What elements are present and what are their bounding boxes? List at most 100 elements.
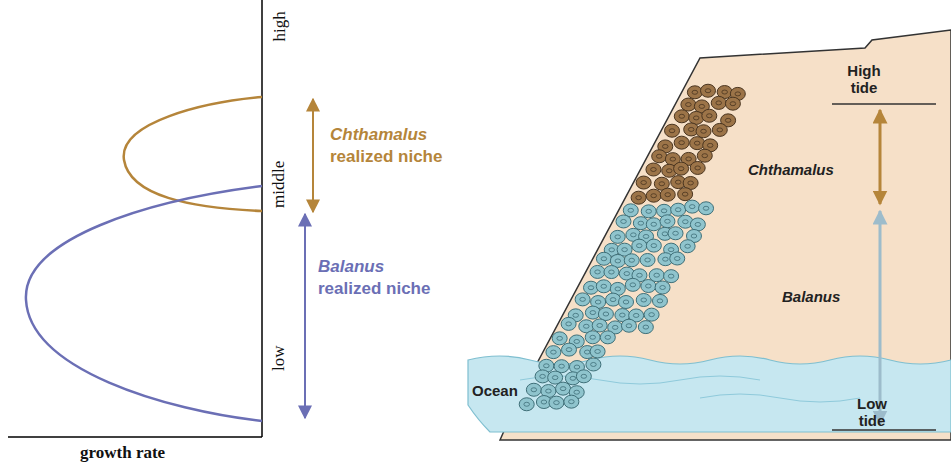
barnacle-opening [541, 400, 547, 404]
axis-label: low [271, 345, 290, 371]
niche-label: realized niche [318, 280, 430, 299]
barnacle [711, 96, 726, 109]
barnacle [638, 321, 653, 334]
barnacle-opening [662, 232, 668, 236]
barnacle [596, 252, 611, 265]
barnacle [712, 123, 727, 136]
growth-curve [124, 97, 262, 211]
barnacle-opening [609, 248, 615, 252]
barnacle [660, 188, 675, 201]
barnacle-opening [679, 114, 685, 118]
barnacle [702, 109, 717, 122]
barnacle [641, 280, 656, 293]
barnacle-opening [630, 283, 636, 287]
barnacle-opening [688, 127, 694, 131]
barnacle-opening [609, 270, 615, 274]
barnacle [690, 218, 705, 231]
barnacle-opening [699, 104, 705, 108]
barnacle-opening [624, 272, 630, 276]
barnacle [646, 218, 661, 231]
axis-line [261, 0, 263, 437]
barnacle [556, 382, 571, 395]
barnacle-opening [603, 312, 609, 316]
barnacle-opening [544, 364, 550, 368]
barnacle-opening [597, 323, 603, 327]
barnacle [596, 280, 611, 293]
barnacle-opening [675, 208, 681, 212]
barnacle-opening [584, 350, 590, 354]
barnacle-opening [702, 154, 708, 158]
axis-line [8, 436, 262, 438]
barnacle-opening [691, 234, 697, 238]
barnacle-opening [656, 154, 662, 158]
barnacle-opening [657, 299, 663, 303]
barnacle [646, 239, 661, 252]
barnacle [725, 97, 740, 110]
barnacle-opening [574, 339, 580, 343]
barnacle-opening [524, 402, 530, 406]
barnacle-opening [695, 166, 701, 170]
barnacle-opening [668, 248, 674, 252]
barnacle [526, 383, 541, 396]
zone-label: Balanus [782, 289, 840, 306]
barnacle [610, 230, 625, 243]
barnacle-opening [580, 297, 586, 301]
tide-label: Low tide [852, 396, 892, 429]
barnacle-opening [638, 221, 644, 225]
barnacle-opening [660, 286, 666, 290]
barnacle-opening [683, 220, 689, 224]
barnacle-opening [678, 167, 684, 171]
barnacle-opening [707, 143, 713, 147]
zone-arrow [879, 110, 882, 204]
barnacle [546, 346, 561, 359]
barnacle [674, 136, 689, 149]
barnacle-opening [666, 169, 672, 173]
barnacle [690, 161, 705, 174]
barnacle-opening [689, 205, 695, 209]
barnacle-opening [663, 257, 669, 261]
barnacle [697, 149, 712, 162]
barnacle-opening [688, 181, 694, 185]
barnacle-opening [629, 258, 635, 262]
barnacle-opening [649, 313, 655, 317]
barnacle-opening [651, 222, 657, 226]
barnacle [632, 239, 647, 252]
barnacle-opening [569, 400, 575, 404]
zone-label: Chthamalus [748, 162, 834, 179]
barnacle-opening [661, 209, 667, 213]
barnacle-opening [615, 235, 621, 239]
barnacle [681, 98, 696, 111]
barnacle [687, 86, 702, 99]
species-name: Balanus [318, 258, 384, 277]
barnacle-opening [679, 141, 685, 145]
barnacle [621, 319, 636, 332]
barnacle-opening [623, 300, 629, 304]
barnacle-opening [682, 192, 688, 196]
barnacle-opening [581, 374, 587, 378]
barnacle [561, 317, 576, 330]
barnacle [586, 358, 601, 371]
barnacle [625, 278, 640, 291]
tide-line [832, 429, 936, 431]
axis-label: high [271, 11, 290, 41]
barnacle-opening [651, 194, 657, 198]
barnacle-opening [692, 90, 698, 94]
barnacle-opening [670, 157, 676, 161]
growth-curve [26, 186, 262, 421]
barnacle [616, 215, 631, 228]
barnacle-opening [590, 311, 596, 315]
barnacle-opening [725, 118, 731, 122]
barnacle-opening [574, 365, 580, 369]
barnacle [678, 188, 693, 201]
barnacle-opening [641, 298, 647, 302]
barnacle-group [519, 84, 745, 411]
barnacle-opening [643, 234, 649, 238]
barnacle-opening [659, 182, 665, 186]
barnacle [604, 266, 619, 279]
barnacle [619, 295, 634, 308]
barnacle [564, 395, 579, 408]
tide-line [832, 103, 936, 105]
barnacle [631, 191, 646, 204]
